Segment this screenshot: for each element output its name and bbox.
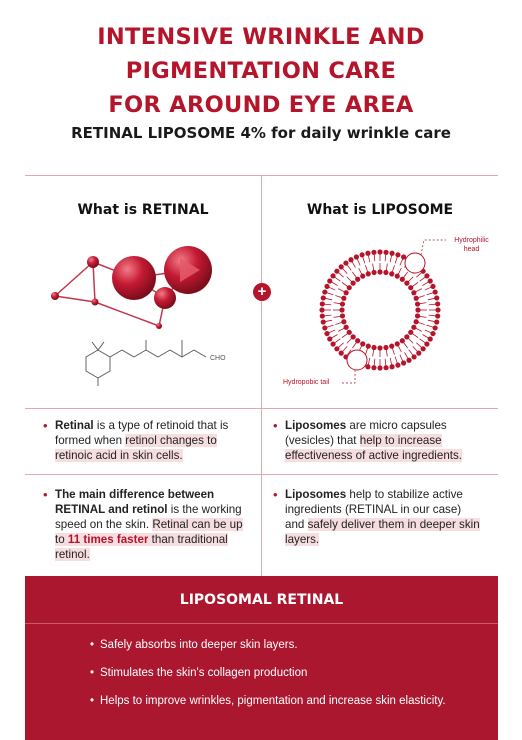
banner-title: LIPOSOMAL RETINAL [179,592,344,608]
retinal-bullet-2: • The main difference between RETINAL an… [43,487,243,561]
title-line-2: PIGMENTATION CARE [125,58,397,84]
title-line-1: INTENSIVE WRINKLE AND [97,24,425,50]
retinal-heading: What is RETINAL [77,202,209,218]
liposome-bullet-2: • Liposomes help to stabilize active ing… [273,487,480,546]
liposomal-retinal-banner: LIPOSOMAL RETINAL •Safely absorbs into d… [25,576,498,740]
bullet-dot-icon: • [90,667,95,679]
liposome-bullet-1: • Liposomes are micro capsules (vesicles… [273,418,463,462]
divider-vertical [261,175,262,576]
hydrophilic-head-label: Hydrophilic head [454,237,489,253]
page-title: INTENSIVE WRINKLE AND PIGMENTATION CARE … [0,20,522,122]
banner-divider [25,623,498,624]
hydrophobic-tail-label: Hydropobic tail [283,379,330,386]
retinal-bullet-1: • Retinal is a type of retinoid that is … [43,418,229,462]
banner-point-2: •Stimulates the skin's collagen producti… [90,667,308,679]
bullet-dot-icon: • [43,487,48,502]
subtitle: RETINAL LIPOSOME 4% for daily wrinkle ca… [71,124,451,142]
banner-point-1: •Safely absorbs into deeper skin layers. [90,639,298,651]
title-line-3: FOR AROUND EYE AREA [108,92,414,118]
bullet-dot-icon: • [90,695,95,707]
liposome-heading: What is LIPOSOME [306,202,454,218]
bullet-dot-icon: • [273,418,278,433]
liposome-illustration [319,239,446,384]
banner-point-3: •Helps to improve wrinkles, pigmentation… [90,695,446,707]
retinal-molecule-illustration: CHO [51,246,226,386]
bullet-dot-icon: • [273,487,278,502]
bullet-dot-icon: • [90,639,95,651]
formula-label: CHO [210,355,226,362]
bullet-dot-icon: • [43,418,48,433]
plus-icon: + [253,283,271,301]
